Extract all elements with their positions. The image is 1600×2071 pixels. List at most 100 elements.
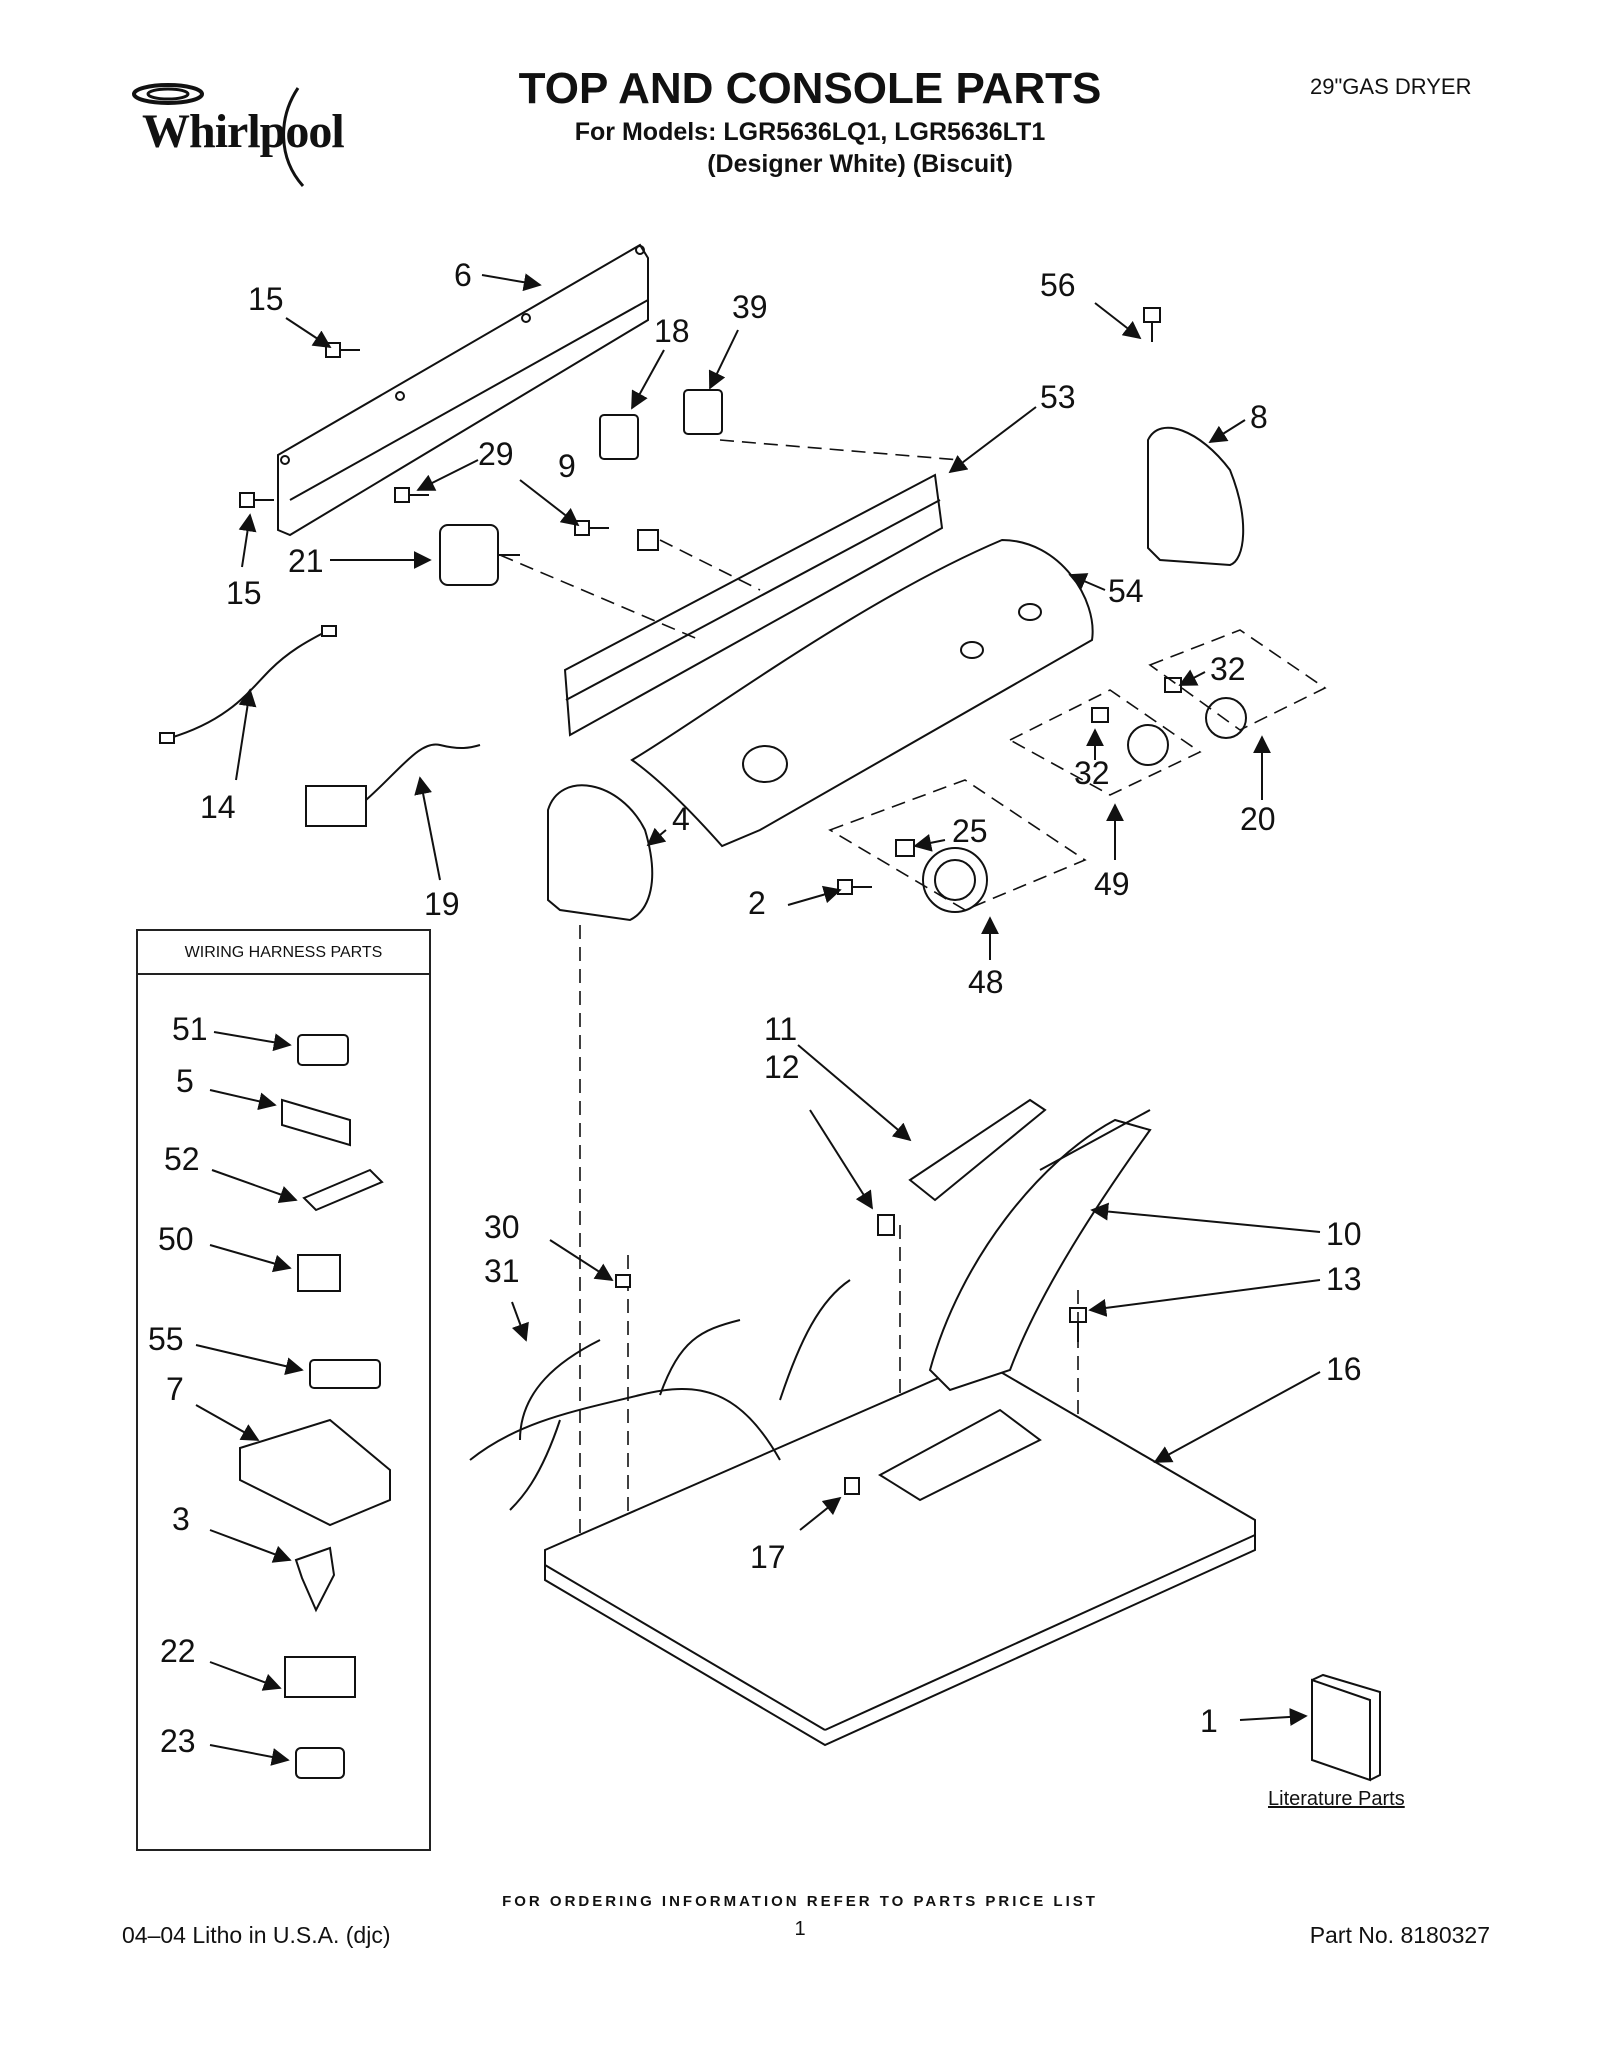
jumper-wire-part [169,631,326,739]
kit-48-outline [828,779,1087,911]
callout-10: 10 [1326,1216,1362,1252]
harness-19-part [365,743,481,801]
callout-51: 51 [172,1011,208,1047]
leader-lines [195,273,1321,1766]
literature-parts-label: Literature Parts [1268,1788,1405,1810]
callout-12: 12 [764,1049,800,1085]
callout-32-left: 32 [1074,755,1110,791]
callout-17: 17 [750,1539,786,1575]
callout-20: 20 [1240,801,1276,837]
footer-part-number: Part No. 8180327 [1309,1922,1490,1948]
knob-part [922,847,988,913]
connector-22-part [284,1656,356,1698]
callout-3: 3 [172,1501,190,1537]
clip-part [637,529,659,551]
callout-2: 2 [748,885,766,921]
wiring-harness-title: WIRING HARNESS PARTS [138,931,429,975]
callout-49: 49 [1094,866,1130,902]
spacer-part [1091,707,1109,723]
brand-wordmark: Whirlpool [142,105,345,158]
callout-15-top: 15 [248,281,284,317]
callout-29: 29 [478,436,514,472]
spacer-part [1164,677,1182,693]
knob-part [1127,724,1169,766]
callout-30: 30 [484,1209,520,1245]
lint-housing-part [878,1408,1042,1502]
connector-block-part [305,785,367,827]
callout-25: 25 [952,813,988,849]
spacer-part [895,839,915,857]
switch-part [683,389,723,435]
console-rail-part [563,473,944,737]
wiring-harness-part [469,1388,781,1461]
callout-13: 13 [1326,1261,1362,1297]
callout-19: 19 [424,886,460,922]
knob-part [1205,697,1247,739]
whirlpool-logo [132,83,305,187]
left-end-cap-part [547,784,654,922]
callout-22: 22 [160,1633,196,1669]
screw-part [325,342,360,358]
connector-51-part [297,1034,349,1066]
console-panel-part [630,538,1094,848]
callout-55: 55 [148,1321,184,1357]
callout-54: 54 [1108,573,1144,609]
connector-7-part [239,1418,391,1527]
callout-31: 31 [484,1253,520,1289]
callout-15-left: 15 [226,575,262,611]
connector-55-part [309,1359,381,1389]
lint-screen-part [928,1118,1152,1392]
callout-48: 48 [968,964,1004,1000]
callout-56: 56 [1040,267,1076,303]
callout-18: 18 [654,313,690,349]
screw-part [837,879,872,895]
callout-52: 52 [164,1141,200,1177]
connector-50-part [297,1254,341,1292]
callout-8: 8 [1250,399,1268,435]
screw-part [394,487,429,503]
wire-terminal-part [321,625,337,637]
callout-7: 7 [166,1371,184,1407]
ordering-note: FOR ORDERING INFORMATION REFER TO PARTS … [502,1893,1098,1910]
top-panel-part [544,1358,1256,1747]
kit-49-outline [1008,689,1202,796]
callout-9: 9 [558,448,576,484]
callout-53: 53 [1040,379,1076,415]
callout-4: 4 [672,801,690,837]
lint-clip-part [877,1214,895,1236]
footer-page-number: 1 [794,1918,806,1940]
callout-1: 1 [1200,1703,1218,1739]
connector-5-part [281,1098,351,1147]
callout-32-right: 32 [1210,651,1246,687]
page-title: TOP AND CONSOLE PARTS [518,64,1102,113]
timer-part [439,524,499,586]
footer-litho: 04–04 Litho in U.S.A. (djc) [122,1922,391,1948]
plug-part [844,1477,860,1495]
callout-16: 16 [1326,1351,1362,1387]
callout-21: 21 [288,543,324,579]
callout-5: 5 [176,1063,194,1099]
callout-23: 23 [160,1723,196,1759]
callout-50: 50 [158,1221,194,1257]
literature-booklet-part [1311,1678,1371,1782]
callout-labels: 6 15 15 21 29 9 18 39 53 56 8 54 32 32 2… [148,257,1362,1759]
right-end-cap-part [1147,426,1245,567]
callout-6: 6 [454,257,472,293]
callout-14: 14 [200,789,236,825]
terminal-52-part [302,1168,384,1212]
wire-terminal-part [159,732,175,744]
screw-part [1143,307,1161,342]
product-type: 29"GAS DRYER [1310,74,1472,99]
switch-part [599,414,639,460]
callout-11: 11 [764,1011,797,1047]
clip-3-part [294,1546,336,1613]
screw-part [239,492,274,508]
colors-line: (Designer White) (Biscuit) [707,150,1013,178]
harness-clip-part [615,1274,631,1288]
kit-20-outline [1148,629,1327,731]
callout-39: 39 [732,289,768,325]
wiring-harness-box [136,929,431,1851]
connector-23-part [295,1747,345,1779]
